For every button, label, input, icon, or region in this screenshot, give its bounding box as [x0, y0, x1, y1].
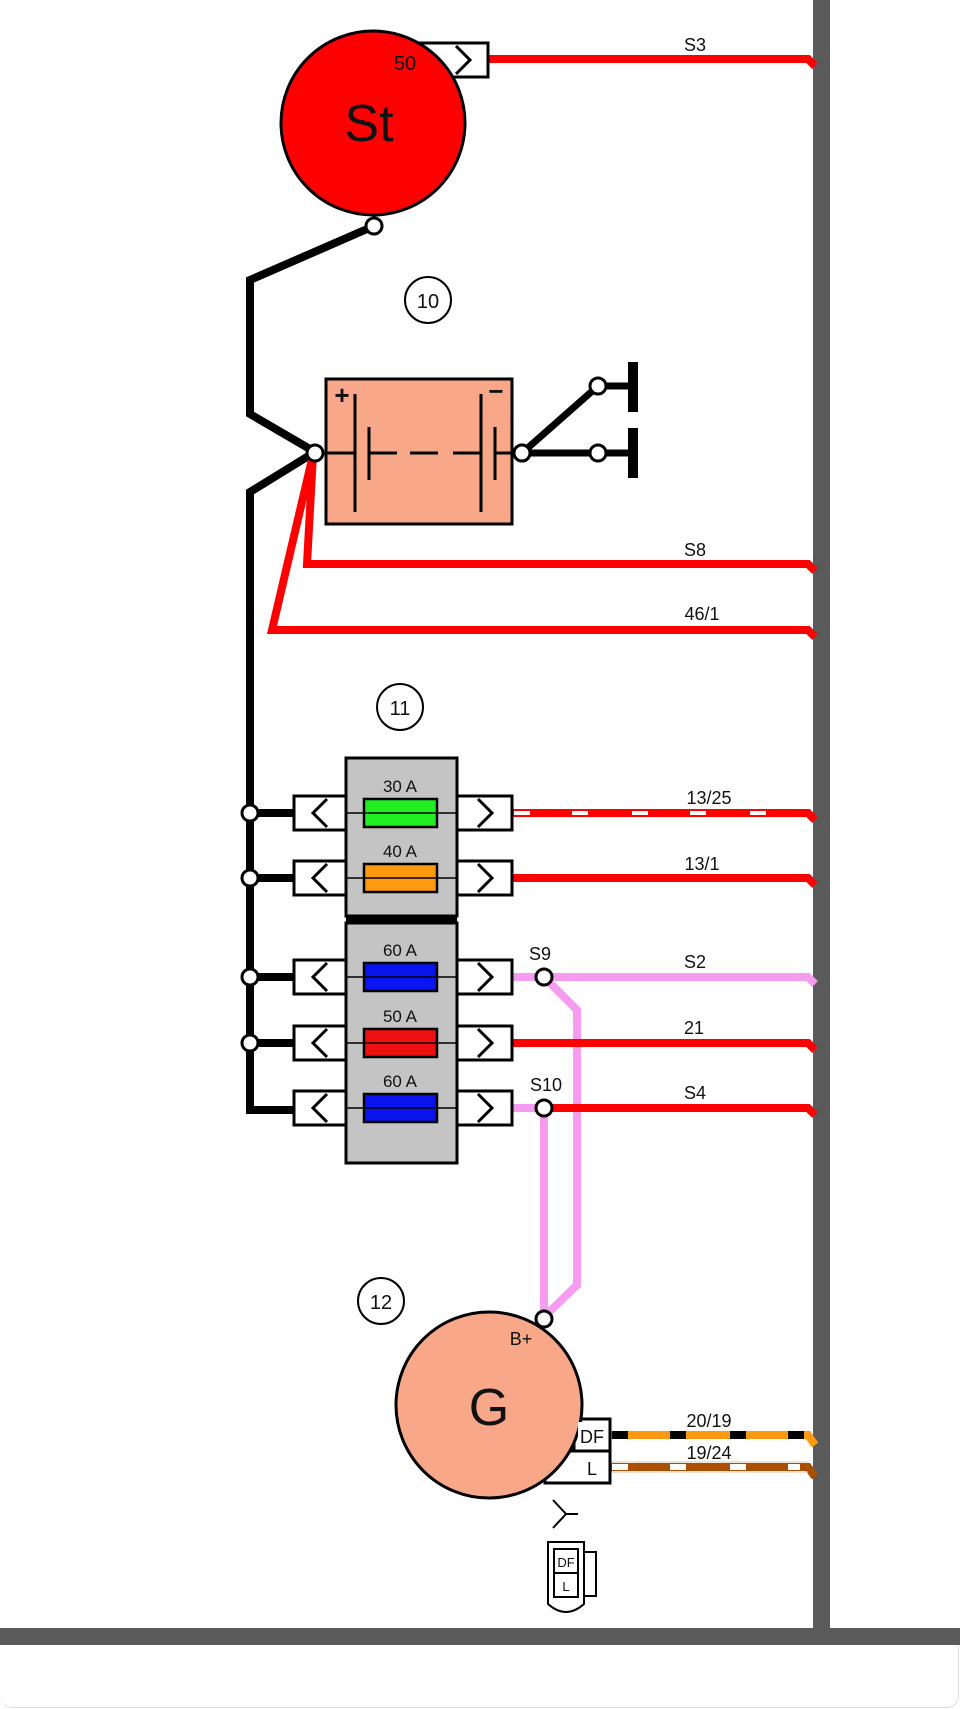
fuse-feed-nodes: [240, 803, 260, 1053]
wire-13-1[interactable]: [512, 874, 818, 888]
fuse-input-connector: [292, 1089, 348, 1127]
vertical-bus-bar: [813, 0, 830, 1632]
fuse-output-connector: [455, 859, 514, 897]
starter-ground-node[interactable]: [364, 216, 384, 236]
starter-motor[interactable]: S3 50 St: [279, 29, 818, 217]
svg-text:10: 10: [417, 291, 439, 313]
connector-chevron-left-icon: [310, 1027, 329, 1059]
connector-chevron-left-icon: [310, 961, 329, 993]
starter-terminal-label: 50: [394, 53, 416, 75]
connector-chevron-left-icon: [310, 1092, 329, 1124]
fuse-output-connector: [455, 794, 514, 832]
wire-label-13-1: 13/1: [684, 854, 719, 874]
battery-plus-label: +: [334, 380, 349, 410]
generator-bplus-label: B+: [510, 1329, 533, 1349]
generator-bplus-terminal[interactable]: [534, 1309, 554, 1329]
ground-symbol-icon: [628, 428, 638, 478]
fuse-rating-label: 60 A: [383, 1072, 418, 1091]
wire-label-13-25: 13/25: [686, 788, 731, 808]
wire-label-19-24: 19/24: [686, 1443, 731, 1463]
wire-13-25[interactable]: [512, 809, 818, 823]
bottom-panel: [0, 1645, 959, 1708]
fuse-feed-taps: [250, 809, 294, 1047]
splice-label-s9: S9: [529, 944, 551, 964]
fuse-row[interactable]: 60 A: [292, 1072, 514, 1127]
connector-chevron-right-icon: [476, 797, 495, 829]
ref-marker-12: 12: [357, 1277, 405, 1325]
splice-label-s10: S10: [530, 1075, 562, 1095]
battery[interactable]: + −: [305, 376, 532, 526]
wire-label-s8: S8: [684, 540, 706, 560]
splice-s9[interactable]: [534, 967, 554, 987]
connector-chevron-right-icon: [476, 862, 495, 894]
wire-s8[interactable]: [302, 454, 818, 574]
generator-symbol: G: [469, 1379, 509, 1437]
connector-chevron-left-icon: [310, 862, 329, 894]
wire-s3[interactable]: [488, 55, 818, 69]
wire-21[interactable]: [512, 1039, 818, 1053]
wire-20-19[interactable]: [610, 1431, 819, 1448]
fuse-block-divider: [346, 915, 457, 924]
ref-marker-10: 10: [404, 276, 452, 324]
fuse-output-connector: [455, 1089, 514, 1127]
generator[interactable]: DF L G B+: [394, 1309, 612, 1500]
battery-cell-symbol-icon: [326, 394, 512, 512]
connector-chevron-right-icon: [476, 1092, 495, 1124]
connector-chevron-left-icon: [310, 797, 329, 829]
wire-label-s4: S4: [684, 1083, 706, 1103]
ground-symbol-icon: [628, 362, 638, 412]
fuse-input-connector: [292, 859, 348, 897]
starter-body: [279, 29, 467, 217]
fuse-input-connector: [292, 1024, 348, 1062]
wire-label-46-1: 46/1: [684, 604, 719, 624]
connector-view-icon: DF L: [547, 1499, 597, 1613]
fuse-input-connector: [292, 958, 348, 996]
wire-s4[interactable]: [544, 1104, 818, 1118]
wire-label-s3: S3: [684, 35, 706, 55]
wire-s9-to-generator[interactable]: [541, 974, 581, 1320]
fuse-row[interactable]: 40 A: [292, 842, 514, 897]
svg-text:12: 12: [370, 1292, 392, 1314]
fuse-output-connector: [455, 1024, 514, 1062]
connector-chevron-right-icon: [476, 961, 495, 993]
battery-ground-connections: [512, 362, 638, 478]
svg-text:L: L: [562, 1579, 569, 1594]
wire-label-s2: S2: [684, 952, 706, 972]
fuse-rating-label: 40 A: [383, 842, 418, 861]
wire-46-1[interactable]: [266, 454, 818, 640]
fuse-rating-label: 50 A: [383, 1007, 418, 1026]
wire-label-21: 21: [684, 1018, 704, 1038]
splice-s10[interactable]: [534, 1098, 554, 1118]
battery-positive-terminal[interactable]: [305, 443, 325, 463]
ref-marker-11: 11: [376, 683, 424, 731]
starter-connector-arrow-icon: [454, 44, 473, 76]
wire-label-20-19: 20/19: [686, 1411, 731, 1431]
fuse-row[interactable]: 30 A: [292, 777, 514, 832]
wire-s10-pink[interactable]: [512, 1104, 548, 1317]
fuse-row[interactable]: 50 A: [292, 1007, 514, 1062]
horizontal-bus-bar: [0, 1628, 960, 1645]
generator-body: [394, 1310, 584, 1500]
wire-s2[interactable]: [512, 973, 818, 987]
generator-l-label: L: [587, 1459, 597, 1479]
connector-chevron-right-icon: [476, 1027, 495, 1059]
svg-text:11: 11: [390, 698, 411, 720]
fuse-input-connector: [292, 794, 348, 832]
wire-19-24[interactable]: [610, 1461, 819, 1480]
fuse-rating-label: 30 A: [383, 777, 418, 796]
battery-minus-label: −: [488, 376, 503, 406]
starter-symbol: St: [344, 95, 394, 153]
fuse-row[interactable]: 60 A: [292, 941, 514, 996]
generator-df-label: DF: [580, 1427, 604, 1447]
fuse-rating-label: 60 A: [383, 941, 418, 960]
fuse-output-connector: [455, 958, 514, 996]
svg-text:DF: DF: [557, 1555, 574, 1570]
